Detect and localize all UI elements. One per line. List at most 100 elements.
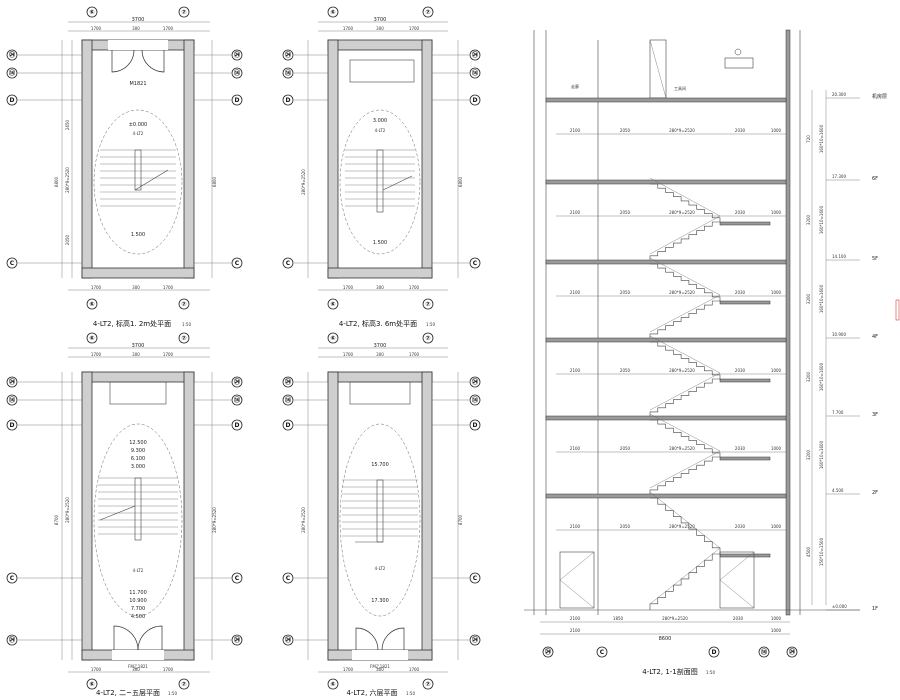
axis-label: ⑦ [425, 335, 430, 342]
scale-text: 1:50 [426, 322, 435, 327]
axis-label: C [235, 575, 240, 582]
axis-label: ⑭ [9, 69, 15, 77]
stair-flight [650, 419, 721, 457]
plan-caption: 4-LT2, 六层平面 [346, 688, 397, 697]
dimension-text: 2030 [733, 616, 744, 621]
dimension-text: 3700 [132, 343, 145, 349]
dimension-text: 280*9=2520 [669, 210, 695, 215]
dimension-total: 8600 [659, 636, 672, 642]
stair-flight [649, 378, 720, 416]
stair-flight [650, 263, 721, 301]
axis-label: ⑭ [472, 396, 478, 404]
dimension-text: 1000 [771, 290, 782, 295]
axis-label: D [473, 422, 478, 429]
axis-marker [86, 6, 98, 18]
dimension-text: 6800 [458, 176, 463, 187]
dimension-text: 1700 [409, 285, 420, 290]
level-text: 4.500 [832, 488, 844, 493]
level-text: 1.500 [373, 240, 387, 246]
axis-label: ⑦ [181, 335, 186, 342]
plan-caption: 4-LT2, 二~五层平面 [96, 689, 160, 697]
axis-label: ㉔ [234, 51, 240, 59]
axis-label: C [286, 260, 291, 267]
axis-label: D [235, 422, 240, 429]
axis-label: ⑥ [330, 301, 335, 308]
dimension-text: 2050 [620, 446, 631, 451]
dimension-text: 280*9=2520 [301, 169, 306, 195]
level-text: 1.500 [131, 232, 145, 238]
axis-label: ㉔ [234, 378, 240, 386]
stair-flight [649, 300, 720, 338]
level-text: 10.900 [832, 332, 846, 337]
axis-label: D [10, 422, 15, 429]
note-marker-icon [734, 48, 742, 56]
axis-label: ⑦ [425, 301, 430, 308]
dimension-text: 1700 [343, 26, 354, 31]
dimension-text: 1700 [343, 352, 354, 357]
dimension-text: 2050 [620, 524, 631, 529]
axis-label: C [286, 575, 291, 582]
axis-label: ⑭ [234, 396, 240, 404]
section-slabs [545, 97, 787, 499]
dimension-text: 4500 [806, 546, 811, 557]
level-text: 17.300 [371, 598, 389, 604]
stair-landing [719, 456, 771, 461]
ground-door-right [719, 551, 755, 609]
dimension-text: 300 [132, 667, 140, 672]
plan-caption: 4-LT2, 标高3. 6m处平面 [339, 319, 417, 328]
dimension-text: 280*9=2520 [669, 446, 695, 451]
axis-label: D [235, 97, 240, 104]
dimension-text: 1000 [771, 128, 782, 133]
axis-label: ㉔ [472, 636, 478, 644]
floor-name: 机房层 [872, 93, 887, 100]
axis-label: C [600, 649, 605, 656]
axis-label: ⑭ [234, 69, 240, 77]
dimension-text: 160*10=1600 [819, 362, 824, 391]
dimension-text: 1000 [771, 616, 782, 621]
level-text: 4.500 [131, 614, 145, 620]
axis-label: ⑭ [9, 396, 15, 404]
room-label: 工具间 [674, 85, 686, 91]
room-label: 走廊 [571, 83, 579, 89]
dimension-text: 6800 [54, 176, 59, 187]
axis-label: ⑥ [89, 301, 94, 308]
dimension-text: 1850 [613, 616, 624, 621]
stair-flight [649, 553, 720, 610]
dimension-text: 2100 [570, 368, 581, 373]
axis-label: ⑥ [330, 9, 335, 16]
axis-marker [178, 6, 190, 18]
dimension-text: 1000 [771, 524, 782, 529]
dimension-text: 160*10=1600 [819, 284, 824, 313]
dimension-text: 1700 [163, 352, 174, 357]
axis-label: ⑥ [330, 681, 335, 688]
plan-4: ⑥ ⑦ 3700 1700 300 1700 15.700 4-LT2 17.3… [282, 332, 481, 697]
level-text: ±0.000 [832, 604, 847, 609]
floor-name: 3F [872, 412, 878, 418]
axis-label: D [712, 649, 717, 656]
floor-name: 4F [872, 334, 878, 340]
axis-label: D [10, 97, 15, 104]
dimension-text: 3200 [806, 214, 811, 225]
axis-label: ㉔ [9, 51, 15, 59]
scale-text: 1:50 [182, 322, 191, 327]
dimension-text: 280*9=2520 [669, 368, 695, 373]
stair-landing [719, 553, 771, 558]
dimension-text: 720 [806, 135, 811, 143]
dimension-text: 280*9=2520 [65, 167, 70, 193]
plan-3: ⑥ ⑦ 3700 1700 300 1700 12.500 9.300 6.10… [6, 332, 243, 697]
dimension-text: 280*9=2520 [662, 616, 688, 621]
floor-name: 2F [872, 490, 878, 496]
dimension-text: 2050 [65, 234, 70, 245]
axis-label: ㉔ [9, 636, 15, 644]
dimension-text: 300 [376, 352, 384, 357]
dimension-text: 1700 [163, 26, 174, 31]
dimension-text: 280*9=2520 [669, 290, 695, 295]
dimension-text: 2100 [570, 524, 581, 529]
axis-label: C [10, 575, 15, 582]
dimension-text: 1700 [163, 285, 174, 290]
axis-label: ㉔ [9, 378, 15, 386]
axis-label: ㉔ [789, 648, 795, 656]
